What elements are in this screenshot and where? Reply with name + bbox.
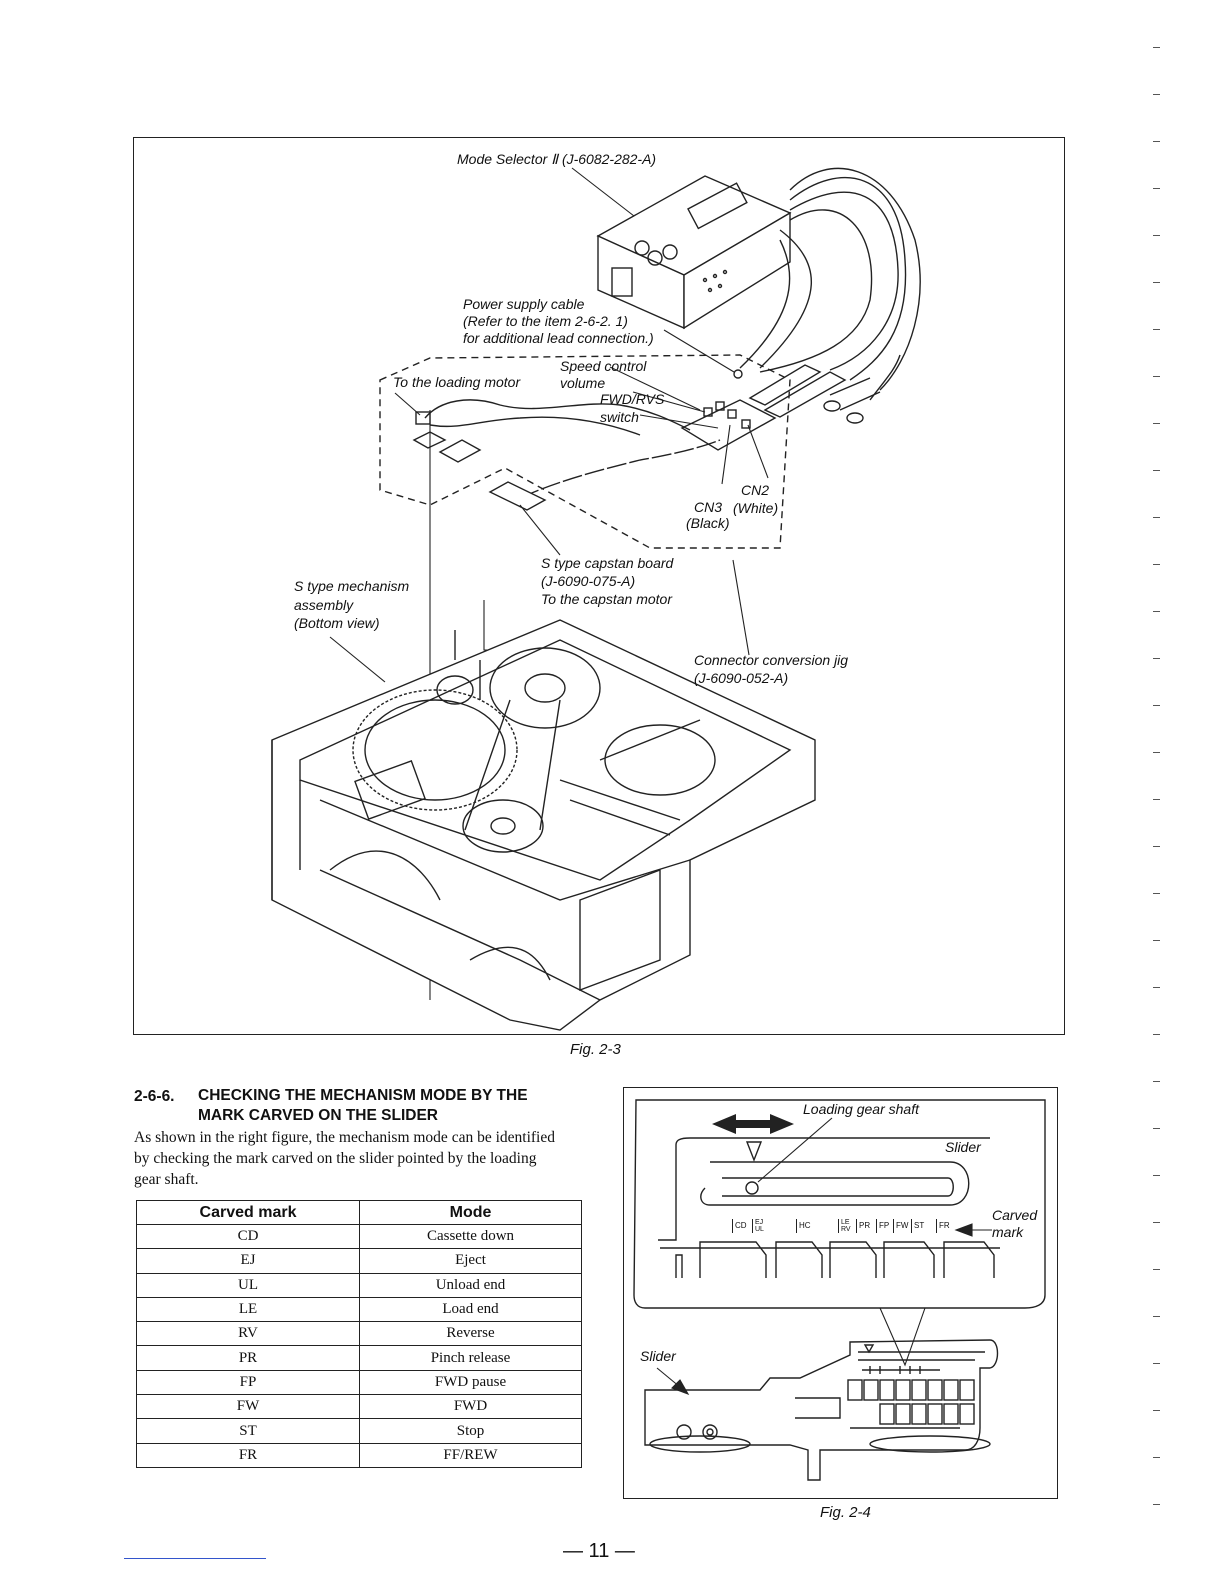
label-black: (Black): [686, 515, 730, 531]
label-power-supply-cable-note: for additional lead connection.): [463, 330, 654, 346]
mode-cell: FWD: [359, 1394, 582, 1420]
mode-cell: Reverse: [359, 1321, 582, 1347]
figure-2-4-caption: Fig. 2-4: [820, 1504, 871, 1521]
mode-cell: FWD pause: [359, 1369, 582, 1396]
column-header-carved-mark: Carved mark: [136, 1200, 360, 1225]
label-connector-jig-part: (J-6090-052-A): [694, 670, 789, 686]
table-header-row: Carved mark Mode: [136, 1200, 582, 1225]
section-body-line1: As shown in the right figure, the mechan…: [134, 1129, 555, 1146]
slider-mark-fr: FR: [936, 1219, 950, 1233]
figure-2-3-caption: Fig. 2-3: [570, 1041, 621, 1058]
page-number: — 11 —: [563, 1540, 635, 1562]
carved-mark-cell: ST: [136, 1418, 360, 1444]
label-power-supply-cable-ref: (Refer to the item 2-6-2. 1): [463, 313, 628, 329]
slider-mark-fp: FP: [876, 1219, 889, 1233]
carved-mark-cell: FR: [136, 1442, 360, 1468]
mode-cell: Stop: [359, 1418, 582, 1444]
carved-mark-cell: CD: [136, 1223, 360, 1250]
figure-2-4-leader-lines: [656, 1117, 992, 1396]
label-mark: mark: [992, 1224, 1024, 1240]
slider-mark-st: ST: [911, 1219, 924, 1233]
carved-mark-cell: FW: [136, 1394, 360, 1420]
carved-mark-cell: PR: [136, 1345, 360, 1371]
label-capstan-board: S type capstan board: [541, 555, 674, 571]
connector-jig: [748, 354, 901, 424]
column-header-mode: Mode: [359, 1200, 582, 1225]
dashed-enclosure: [379, 354, 791, 549]
figure-2-4-frame: [623, 1087, 1058, 1499]
figure-2-3-frame: [133, 137, 1065, 1035]
label-fwd-rvs-switch: switch: [600, 409, 639, 425]
label-mode-selector: Mode Selector Ⅱ (J-6082-282-A): [457, 151, 657, 167]
capstan-board-cable: [488, 439, 721, 511]
figure-2-4-enlarged-view: [633, 1099, 1046, 1309]
label-capstan-board-part: (J-6090-075-A): [541, 573, 636, 589]
label-white: (White): [733, 500, 779, 516]
label-cn2: CN2: [741, 482, 770, 498]
section-body-line2: by checking the mark carved on the slide…: [134, 1150, 537, 1167]
section-number: 2-6-6.: [134, 1088, 175, 1105]
label-carved: Carved: [992, 1207, 1038, 1223]
label-cn3: CN3: [694, 499, 723, 515]
label-slider-top: Slider: [945, 1139, 981, 1155]
label-mechanism-assembly: assembly: [294, 597, 354, 613]
carved-mark-cell: RV: [136, 1321, 360, 1347]
section-body-line3: gear shaft.: [134, 1171, 199, 1188]
mode-cell: Pinch release: [359, 1345, 582, 1371]
section-title-line2: MARK CARVED ON THE SLIDER: [198, 1107, 438, 1124]
slider-part-drawing: [644, 1339, 999, 1481]
label-speed-control: Speed control: [560, 358, 647, 374]
label-slider-bottom: Slider: [640, 1348, 676, 1364]
mode-cell: Eject: [359, 1248, 582, 1274]
label-mechanism: S type mechanism: [294, 578, 410, 594]
mode-selector-cables: [739, 167, 921, 391]
carved-mark-cell: UL: [136, 1272, 360, 1298]
label-speed-control-volume: volume: [560, 375, 606, 391]
carved-mark-cell: FP: [136, 1369, 360, 1396]
carved-mark-cell: LE: [136, 1296, 360, 1323]
speed-control-board: [680, 369, 777, 451]
loading-motor-cable: [412, 399, 691, 463]
carved-mark-cell: EJ: [136, 1248, 360, 1274]
figure-2-3-leader-lines: [329, 167, 769, 1000]
slider-mark-hc: HC: [796, 1219, 811, 1233]
label-loading-motor: To the loading motor: [393, 374, 521, 390]
double-arrow-icon: [712, 1114, 794, 1134]
footer-rule: [124, 1558, 266, 1559]
mode-cell: Load end: [359, 1296, 582, 1323]
mode-cell: FF/REW: [359, 1442, 582, 1468]
label-power-supply-cable: Power supply cable: [463, 296, 585, 312]
slider-mark-fw: FW: [893, 1219, 908, 1233]
label-fwd-rvs: FWD/RVS: [600, 391, 665, 407]
mode-cell: Cassette down: [359, 1223, 582, 1250]
label-bottom-view: (Bottom view): [294, 615, 380, 631]
label-connector-jig: Connector conversion jig: [694, 652, 849, 668]
mechanism-assembly: [271, 619, 816, 1031]
slider-mark-pr: PR: [856, 1219, 870, 1233]
label-loading-gear-shaft: Loading gear shaft: [803, 1101, 919, 1117]
slider-mark-cd: CD: [732, 1219, 747, 1233]
mode-selector-device: [596, 175, 792, 330]
section-title-line1: CHECKING THE MECHANISM MODE BY THE: [198, 1087, 528, 1104]
label-capstan-motor: To the capstan motor: [541, 591, 673, 607]
mode-cell: Unload end: [359, 1272, 582, 1298]
